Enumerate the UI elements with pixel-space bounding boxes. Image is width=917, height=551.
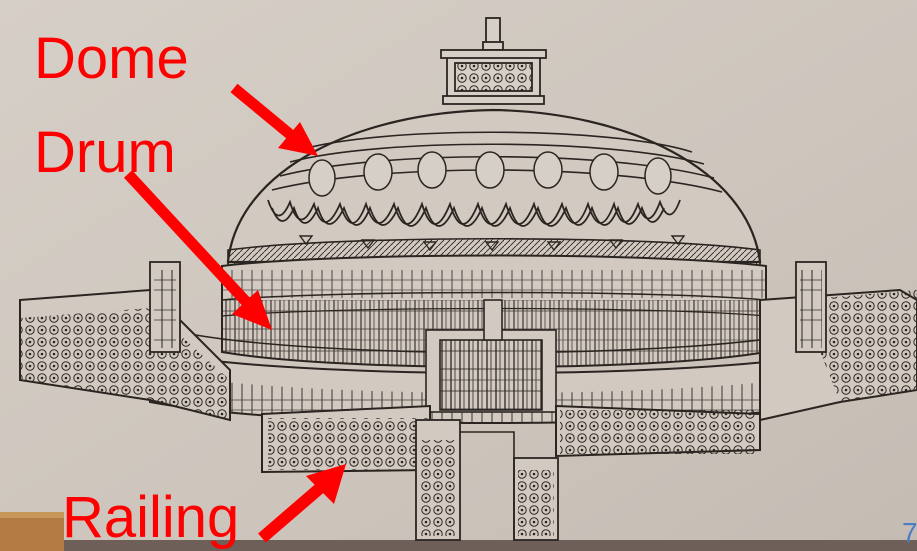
label-drum: Drum — [34, 124, 176, 182]
label-railing: Railing — [62, 489, 239, 547]
slide-number: 7 — [902, 519, 917, 547]
label-dome: Dome — [34, 30, 189, 88]
